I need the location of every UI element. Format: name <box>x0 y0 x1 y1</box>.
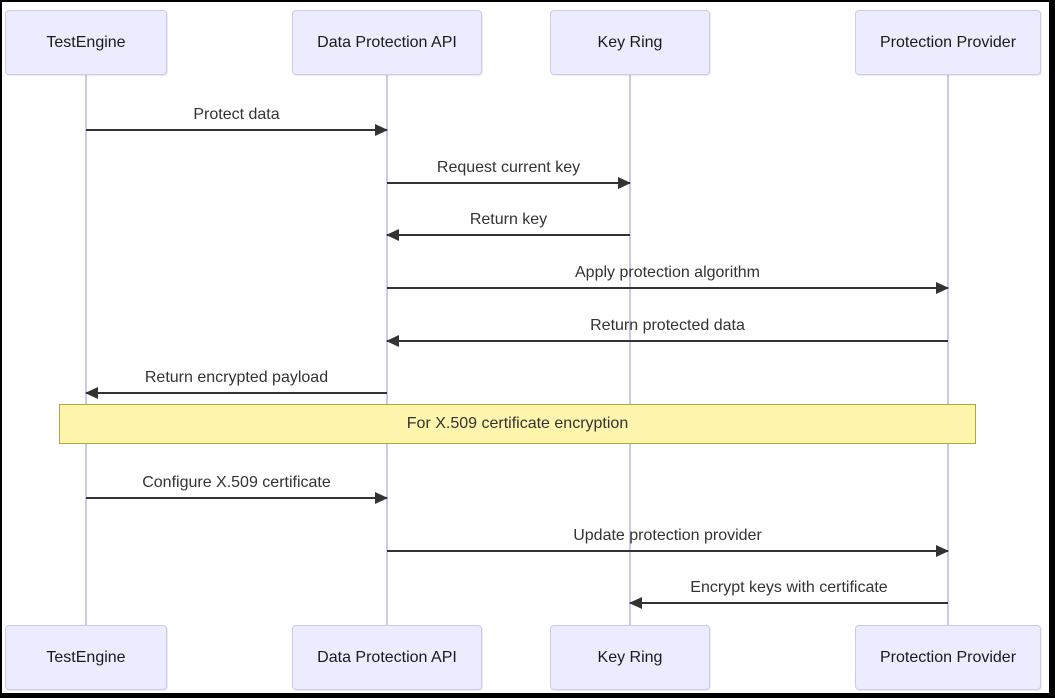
message-line <box>386 335 948 347</box>
actor-label: Key Ring <box>597 33 663 51</box>
lifeline-testengine <box>85 75 87 625</box>
message-line <box>85 387 387 399</box>
actor-key-ring-bottom: Key Ring <box>550 625 710 690</box>
actor-testengine-top: TestEngine <box>5 10 167 75</box>
arrowhead-icon <box>618 177 631 189</box>
arrowhead-icon <box>85 387 98 399</box>
lifeline-data-protection-api <box>386 75 388 625</box>
actor-key-ring-top: Key Ring <box>550 10 710 75</box>
lifeline-protection-provider <box>947 75 949 625</box>
msg-apply-protection-algorithm: Apply protection algorithm <box>387 260 949 294</box>
arrowhead-icon <box>375 492 388 504</box>
actor-testengine-bottom: TestEngine <box>5 625 167 690</box>
message-label: Apply protection algorithm <box>575 264 760 281</box>
msg-request-current-key: Request current key <box>387 155 631 189</box>
message-line <box>629 597 948 609</box>
msg-return-key: Return key <box>386 207 630 241</box>
arrowhead-icon <box>936 282 949 294</box>
arrowhead-icon <box>936 545 949 557</box>
message-line <box>386 229 630 241</box>
actor-label: TestEngine <box>46 648 126 666</box>
actor-label: Data Protection API <box>317 33 457 51</box>
message-label: Encrypt keys with certificate <box>690 579 888 596</box>
message-line <box>387 177 631 189</box>
msg-update-protection-provider: Update protection provider <box>387 523 949 557</box>
message-line <box>387 545 949 557</box>
message-label: Request current key <box>436 159 581 176</box>
message-label: Update protection provider <box>573 527 762 544</box>
message-label: Return protected data <box>590 317 745 334</box>
actor-label: Key Ring <box>597 648 663 666</box>
actor-protection-provider-bottom: Protection Provider <box>855 625 1041 690</box>
msg-return-encrypted-payload: Return encrypted payload <box>85 365 387 399</box>
actor-protection-provider-top: Protection Provider <box>855 10 1041 75</box>
arrowhead-icon <box>629 597 642 609</box>
message-label: Return key <box>469 211 548 228</box>
arrowhead-icon <box>386 229 399 241</box>
actor-label: Protection Provider <box>879 33 1017 51</box>
message-line <box>387 282 949 294</box>
msg-protect-data: Protect data <box>86 102 388 136</box>
lifeline-key-ring <box>629 75 631 625</box>
message-line <box>86 492 388 504</box>
note-label: For X.509 certificate encryption <box>406 415 629 432</box>
msg-encrypt-keys-with-certificate: Encrypt keys with certificate <box>629 575 948 609</box>
message-label: Configure X.509 certificate <box>142 474 331 491</box>
message-line <box>86 124 388 136</box>
msg-return-protected-data: Return protected data <box>386 313 948 347</box>
message-label: Return encrypted payload <box>144 369 329 386</box>
arrowhead-icon <box>386 335 399 347</box>
msg-configure-x509-certificate: Configure X.509 certificate <box>86 470 388 504</box>
actor-label: Protection Provider <box>879 648 1017 666</box>
message-label: Protect data <box>193 106 280 123</box>
arrowhead-icon <box>375 124 388 136</box>
actor-data-protection-api-bottom: Data Protection API <box>292 625 482 690</box>
actor-label: Data Protection API <box>317 648 457 666</box>
note-x509-certificate-encryption: For X.509 certificate encryption <box>59 404 976 444</box>
actor-data-protection-api-top: Data Protection API <box>292 10 482 75</box>
actor-label: TestEngine <box>46 33 126 51</box>
